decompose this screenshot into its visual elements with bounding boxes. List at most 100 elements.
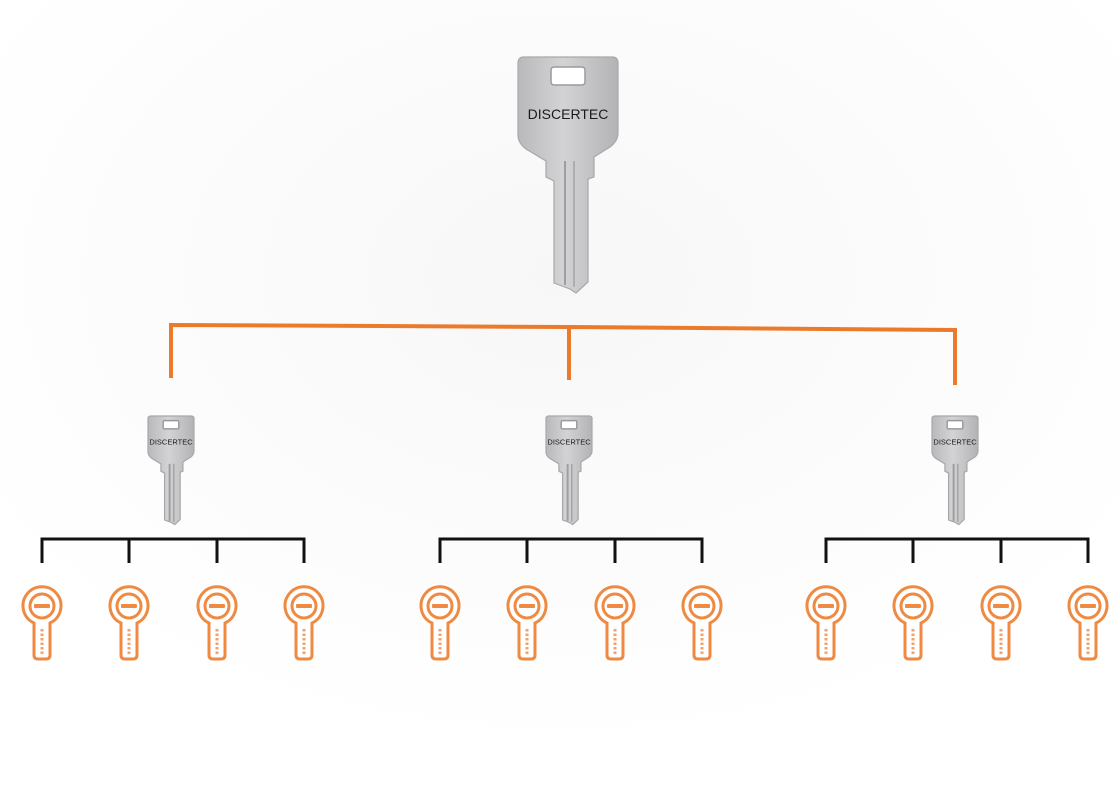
lock-cylinder-icon-pin-mark	[911, 638, 915, 641]
lock-cylinder-icon-pin-mark	[613, 633, 617, 636]
lock-cylinder-icon-pin-mark	[40, 651, 44, 654]
lock-cylinder-icon-outline	[805, 585, 847, 661]
lock-cylinder-icon-outline	[419, 585, 461, 661]
lock-cylinder-icon-pin-mark	[700, 651, 704, 654]
lock-cylinder-icon	[980, 585, 1022, 661]
lock-cylinder-icon	[506, 585, 548, 661]
lock-cylinder-icon-pin-mark	[302, 651, 306, 654]
lock-cylinder-icon-keyway	[519, 604, 535, 608]
lock-cylinder-icon-pin-mark	[438, 629, 442, 632]
lock-cylinder-icon-outline	[21, 585, 63, 661]
group-key-icon: DISCERTEC	[147, 415, 195, 526]
group-key-icon-body	[545, 415, 593, 526]
lock-cylinder-icon-pin-mark	[911, 633, 915, 636]
lock-cylinder-icon	[892, 585, 934, 661]
lock-cylinder-icon-pin-mark	[438, 633, 442, 636]
group-connector-line	[438, 537, 704, 563]
lock-cylinder-icon-outline	[196, 585, 238, 661]
lock-cylinder-icon-pin-mark	[1086, 633, 1090, 636]
master-connector-line	[169, 322, 957, 385]
lock-cylinder-icon-pin-mark	[438, 651, 442, 654]
lock-cylinder-icon-keyway	[1080, 604, 1096, 608]
master-key-icon: DISCERTEC	[517, 56, 619, 294]
lock-cylinder-icon-pin-mark	[1086, 629, 1090, 632]
lock-cylinder-icon	[681, 585, 723, 661]
lock-cylinder-icon-pin-mark	[525, 647, 529, 650]
lock-cylinder-icon-pin-mark	[40, 638, 44, 641]
lock-cylinder-icon-pin-mark	[438, 642, 442, 645]
lock-cylinder-icon-pin-mark	[438, 647, 442, 650]
lock-cylinder-icon-pin-mark	[911, 629, 915, 632]
lock-cylinder-icon-pin-mark	[525, 629, 529, 632]
lock-cylinder-icon-keyway	[993, 604, 1009, 608]
lock-cylinder-icon-keyway	[121, 604, 137, 608]
lock-cylinder-icon-pin-mark	[215, 651, 219, 654]
lock-cylinder-icon-pin-mark	[302, 629, 306, 632]
lock-cylinder-icon-pin-mark	[127, 642, 131, 645]
lock-cylinder-icon-pin-mark	[824, 651, 828, 654]
lock-cylinder-icon-pin-mark	[525, 642, 529, 645]
group-key-icon-body	[931, 415, 979, 526]
group-key-icon-label: DISCERTEC	[149, 438, 193, 447]
lock-cylinder-icon-pin-mark	[700, 638, 704, 641]
lock-cylinder-icon	[1067, 585, 1109, 661]
lock-cylinder-icon-outline	[892, 585, 934, 661]
lock-cylinder-icon	[108, 585, 150, 661]
lock-cylinder-icon-plug	[115, 592, 143, 620]
lock-cylinder-icon	[419, 585, 461, 661]
lock-cylinder-icon-pin-mark	[215, 647, 219, 650]
lock-cylinder-icon-pin-mark	[40, 633, 44, 636]
lock-cylinder-icon-pin-mark	[824, 642, 828, 645]
lock-cylinder-icon-plug	[688, 592, 716, 620]
lock-cylinder-icon-pin-mark	[1086, 651, 1090, 654]
lock-cylinder-icon-pin-mark	[1086, 642, 1090, 645]
lock-cylinder-icon-keyway	[607, 604, 623, 608]
lock-cylinder-icon-pin-mark	[302, 647, 306, 650]
group-key-icon-label: DISCERTEC	[547, 438, 591, 447]
lock-cylinder-icon-pin-mark	[999, 629, 1003, 632]
lock-cylinder-icon-pin-mark	[824, 638, 828, 641]
lock-cylinder-icon-keyway	[432, 604, 448, 608]
lock-cylinder-icon-plug	[1074, 592, 1102, 620]
group-key-icon-label: DISCERTEC	[933, 438, 977, 447]
lock-cylinder-icon-keyway	[905, 604, 921, 608]
lock-cylinder-icon-pin-mark	[525, 638, 529, 641]
lock-cylinder-icon-pin-mark	[127, 651, 131, 654]
lock-cylinder-icon-pin-mark	[911, 642, 915, 645]
lock-cylinder-icon-outline	[108, 585, 150, 661]
lock-cylinder-icon-pin-mark	[613, 638, 617, 641]
lock-cylinder-icon-outline	[594, 585, 636, 661]
lock-cylinder-icon	[283, 585, 325, 661]
lock-cylinder-icon-pin-mark	[127, 647, 131, 650]
connector-lines	[40, 322, 1090, 563]
lock-cylinder-icon-plug	[426, 592, 454, 620]
lock-cylinder-icon-pin-mark	[999, 642, 1003, 645]
lock-cylinder-icon-pin-mark	[302, 642, 306, 645]
lock-cylinder-icon-pin-mark	[215, 642, 219, 645]
lock-cylinder-icon-pin-mark	[127, 629, 131, 632]
lock-cylinder-icon-pin-mark	[302, 638, 306, 641]
lock-cylinder-icon-pin-mark	[911, 647, 915, 650]
lock-cylinder-icon-pin-mark	[824, 629, 828, 632]
lock-cylinder-icon-pin-mark	[40, 629, 44, 632]
lock-cylinder-icon-pin-mark	[824, 633, 828, 636]
group-key-icon: DISCERTEC	[931, 415, 979, 526]
lock-cylinder-icon-outline	[506, 585, 548, 661]
lock-cylinder-icon-outline	[980, 585, 1022, 661]
lock-cylinder-icon-plug	[601, 592, 629, 620]
lock-cylinder-icon-pin-mark	[127, 633, 131, 636]
lock-cylinder-icon	[196, 585, 238, 661]
lock-cylinder-icon-keyway	[34, 604, 50, 608]
lock-cylinder-icon-pin-mark	[613, 629, 617, 632]
group-key-icon-ring-hole	[162, 419, 180, 430]
lock-cylinder-icon-plug	[987, 592, 1015, 620]
lock-cylinder-icon-pin-mark	[999, 638, 1003, 641]
group-connector-line	[824, 537, 1090, 563]
lock-cylinder-icon-pin-mark	[999, 651, 1003, 654]
master-key-icon-ring-hole	[550, 66, 586, 86]
lock-cylinder-icon-plug	[28, 592, 56, 620]
lock-cylinder-icon-pin-mark	[40, 642, 44, 645]
lock-cylinder-icon-keyway	[209, 604, 225, 608]
lock-cylinder-icon-pin-mark	[700, 633, 704, 636]
master-key-icon-label: DISCERTEC	[528, 106, 609, 122]
